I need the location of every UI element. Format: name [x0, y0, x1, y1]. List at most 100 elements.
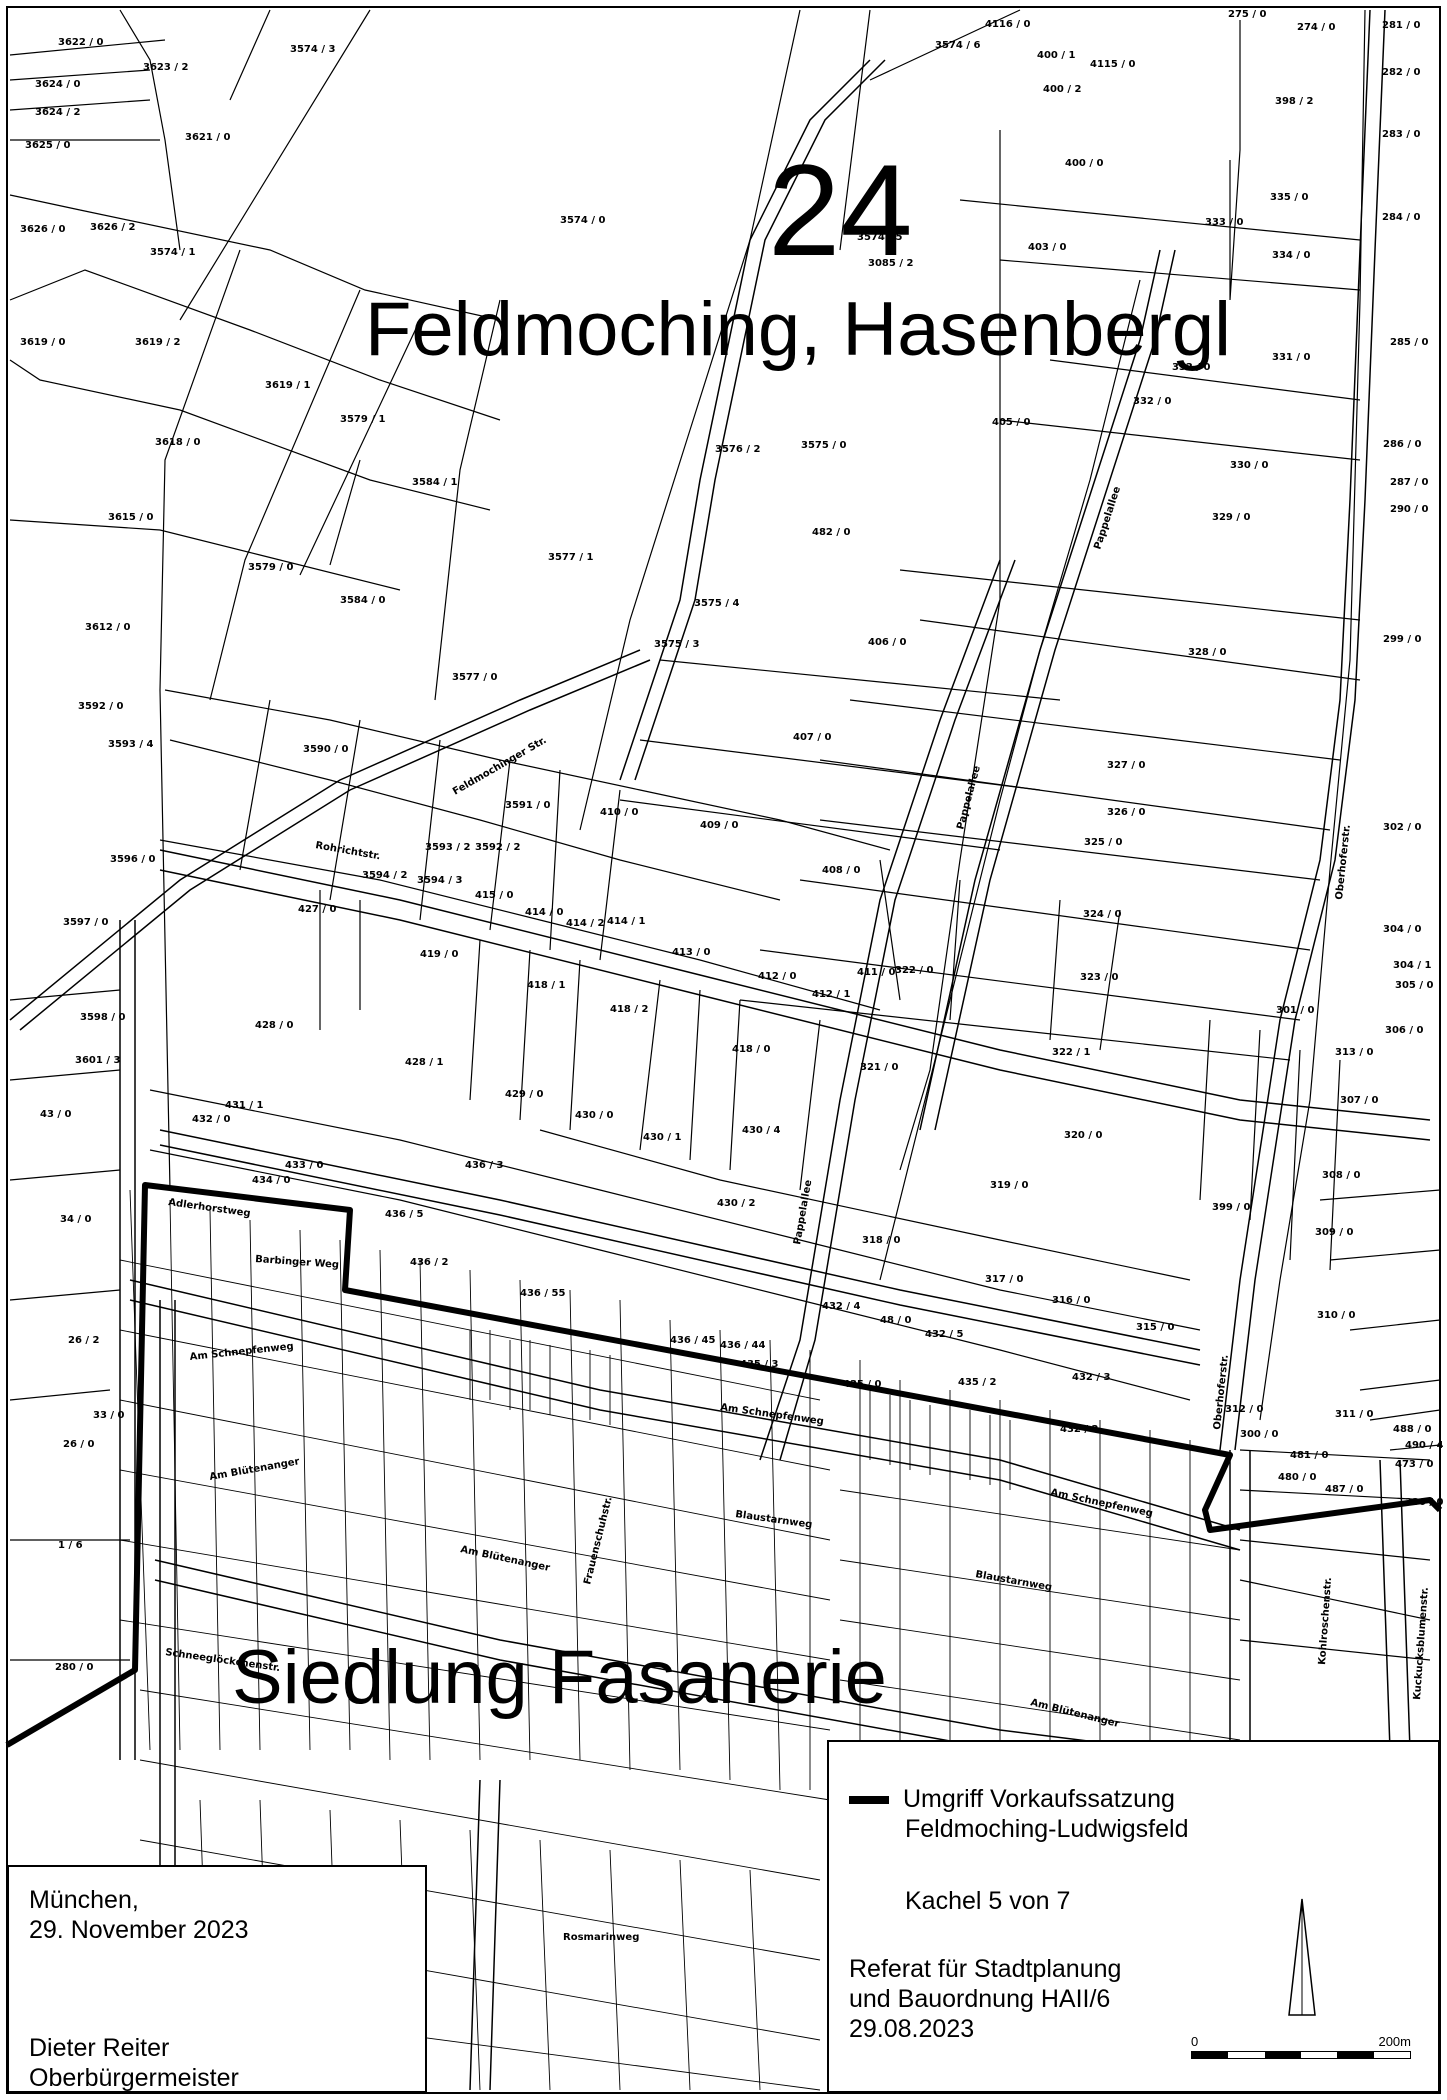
- parcel-label: 3626 / 0: [20, 224, 65, 235]
- parcel-label: 33 / 0: [93, 1410, 125, 1421]
- street-label: Rosmarinweg: [563, 1932, 639, 1943]
- parcel-label: 335 / 0: [1270, 192, 1308, 203]
- parcel-label: 317 / 0: [985, 1274, 1023, 1285]
- boundary-legend-line: [849, 1796, 889, 1805]
- parcel-label: 3575 / 3: [654, 639, 699, 650]
- district-number: 24: [768, 137, 913, 283]
- parcel-label: 407 / 0: [793, 732, 831, 743]
- parcel-label: 3623 / 2: [143, 62, 188, 73]
- parcel-label: 3621 / 0: [185, 132, 230, 143]
- parcel-label: 432 / 5: [925, 1329, 963, 1340]
- parcel-label: 305 / 0: [1395, 980, 1433, 991]
- parcel-label: 481 / 0: [1290, 1450, 1328, 1461]
- parcel-label: 487 / 0: [1325, 1484, 1363, 1495]
- parcel-label: 325 / 0: [1084, 837, 1122, 848]
- parcel-label: 3574 / 1: [150, 247, 195, 258]
- parcel-label: 326 / 0: [1107, 807, 1145, 818]
- parcel-label: 311 / 0: [1335, 1409, 1373, 1420]
- parcel-label: 411 / 0: [857, 967, 895, 978]
- parcel-label: 3593 / 4: [108, 739, 153, 750]
- parcel-label: 473 / 0: [1395, 1459, 1433, 1470]
- parcel-label: 3575 / 4: [694, 598, 739, 609]
- parcel-label: 436 / 55: [520, 1288, 565, 1299]
- parcel-label: 274 / 0: [1297, 22, 1335, 33]
- parcel-label: 432 / 0: [192, 1114, 230, 1125]
- parcel-label: 318 / 0: [862, 1235, 900, 1246]
- parcel-label: 412 / 1: [812, 989, 850, 1000]
- parcel-label: 290 / 0: [1390, 504, 1428, 515]
- tile-label: Kachel 5 von 7: [905, 1887, 1071, 1915]
- parcel-label: 488 / 0: [1393, 1424, 1431, 1435]
- parcel-label: 284 / 0: [1382, 212, 1420, 223]
- parcel-label: 312 / 0: [1225, 1404, 1263, 1415]
- parcel-label: 3597 / 0: [63, 917, 108, 928]
- parcel-label: 436 / 45: [670, 1335, 715, 1346]
- parcel-label: 281 / 0: [1382, 20, 1420, 31]
- parcel-label: 429 / 0: [505, 1089, 543, 1100]
- parcel-label: 3618 / 0: [155, 437, 200, 448]
- parcel-label: 399 / 0: [1212, 1202, 1250, 1213]
- parcel-label: 307 / 0: [1340, 1095, 1378, 1106]
- parcel-label: 287 / 0: [1390, 477, 1428, 488]
- parcel-label: 3579 / 1: [340, 414, 385, 425]
- parcel-label: 327 / 0: [1107, 760, 1145, 771]
- parcel-label: 435 / 0: [843, 1379, 881, 1390]
- parcel-label: 48 / 0: [880, 1315, 912, 1326]
- parcel-label: 3593 / 2: [425, 842, 470, 853]
- parcel-label: 3590 / 0: [303, 744, 348, 755]
- parcel-label: 436 / 5: [385, 1209, 423, 1220]
- parcel-label: 319 / 0: [990, 1180, 1028, 1191]
- parcel-label: 418 / 2: [610, 1004, 648, 1015]
- parcel-label: 315 / 0: [1136, 1322, 1174, 1333]
- parcel-label: 323 / 0: [1080, 972, 1118, 983]
- parcel-label: 405 / 0: [992, 417, 1030, 428]
- parcel-label: 436 / 44: [720, 1340, 765, 1351]
- legend-line-label-1: Umgriff Vorkaufssatzung: [903, 1785, 1175, 1813]
- department-line-2: und Bauordnung HAII/6: [849, 1985, 1111, 2013]
- parcel-label: 3576 / 2: [715, 444, 760, 455]
- signer-role: Oberbürgermeister: [29, 2064, 239, 2092]
- parcel-label: 302 / 0: [1383, 822, 1421, 833]
- parcel-label: 400 / 1: [1037, 50, 1075, 61]
- parcel-label: 286 / 0: [1383, 439, 1421, 450]
- parcel-label: 3577 / 0: [452, 672, 497, 683]
- parcel-label: 333 / 0: [1205, 217, 1243, 228]
- parcel-label: 436 / 3: [465, 1160, 503, 1171]
- parcel-label: 3584 / 1: [412, 477, 457, 488]
- parcel-label: 3624 / 0: [35, 79, 80, 90]
- parcel-label: 332 / 0: [1133, 396, 1171, 407]
- vorkaufssatzung-boundary: [5, 1182, 1443, 1748]
- parcel-label: 308 / 0: [1322, 1170, 1360, 1181]
- parcel-label: 398 / 2: [1275, 96, 1313, 107]
- parcel-label: 320 / 0: [1064, 1130, 1102, 1141]
- parcel-label: 3591 / 0: [505, 800, 550, 811]
- parcel-label: 3625 / 0: [25, 140, 70, 151]
- parcel-label: 26 / 0: [63, 1439, 95, 1450]
- parcel-label: 408 / 0: [822, 865, 860, 876]
- signature-box: München, 29. November 2023 Dieter Reiter…: [7, 1865, 427, 2093]
- parcel-label: 3574 / 5: [857, 232, 902, 243]
- parcel-label: 409 / 0: [700, 820, 738, 831]
- legend-box: Umgriff Vorkaufssatzung Feldmoching-Ludw…: [827, 1740, 1440, 2093]
- parcel-label: 322 / 0: [895, 965, 933, 976]
- parcel-label: 3085 / 2: [868, 258, 913, 269]
- parcel-label: 3592 / 2: [475, 842, 520, 853]
- parcel-label: 324 / 0: [1083, 909, 1121, 920]
- parcel-label: 3624 / 2: [35, 107, 80, 118]
- parcel-label: 3577 / 1: [548, 552, 593, 563]
- parcel-label: 418 / 1: [527, 980, 565, 991]
- district-heading: 24 Feldmoching, Hasenbergl Siedlung Fasa…: [232, 137, 1231, 1720]
- parcel-label: 428 / 0: [255, 1020, 293, 1031]
- parcel-label: 275 / 0: [1228, 9, 1266, 20]
- parcel-label: 433 / 0: [285, 1160, 323, 1171]
- parcel-label: 1 / 6: [58, 1540, 83, 1551]
- parcel-label: 403 / 0: [1028, 242, 1066, 253]
- parcel-label: 316 / 0: [1052, 1295, 1090, 1306]
- scale-start-label: 0: [1191, 2034, 1199, 2049]
- parcel-label: 3598 / 0: [80, 1012, 125, 1023]
- parcel-label: 3626 / 2: [90, 222, 135, 233]
- parcel-label: 431 / 1: [225, 1100, 263, 1111]
- parcel-label: 430 / 4: [742, 1125, 780, 1136]
- parcel-label: 3601 / 3: [75, 1055, 120, 1066]
- parcel-label: 430 / 0: [575, 1110, 613, 1121]
